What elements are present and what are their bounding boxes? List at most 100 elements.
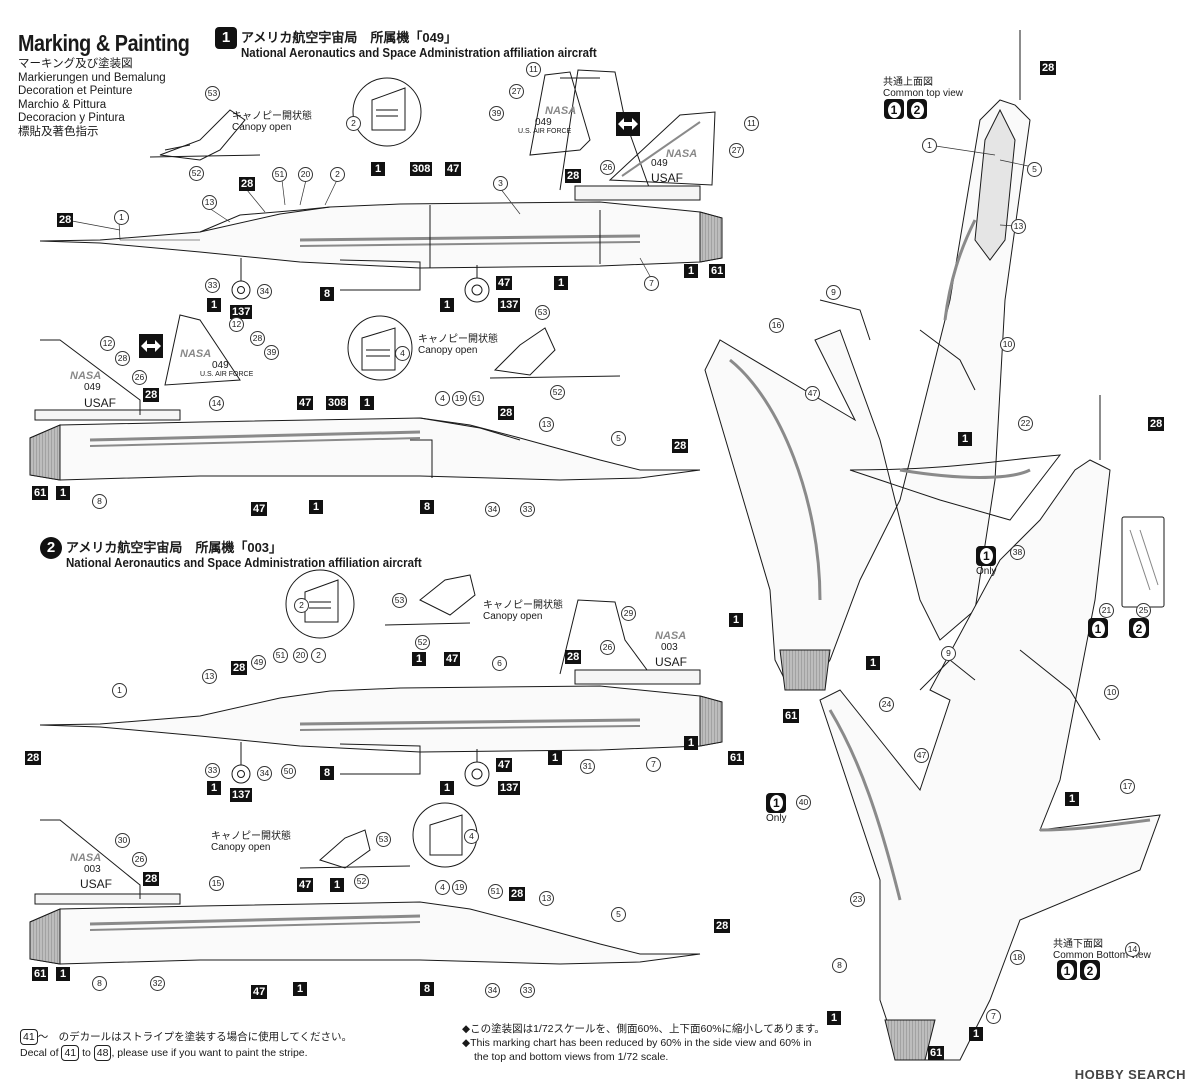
fin-usaf-2: USAF <box>651 171 684 185</box>
callout-box-47: 47 <box>251 985 268 999</box>
fin-usaf-full-4: U.S. AIR FORCE <box>200 371 254 378</box>
callout-circle-25: 25 <box>1136 603 1151 618</box>
language-it: Marchio & Pittura <box>18 98 107 111</box>
callout-circle-4: 4 <box>435 880 450 895</box>
page-title: Marking & Painting <box>18 30 190 56</box>
callout-circle-39: 39 <box>264 345 279 360</box>
callout-circle-4: 4 <box>395 346 410 361</box>
callout-circle-20: 20 <box>293 648 308 663</box>
scheme2-title-en: National Aeronautics and Space Administr… <box>66 556 422 570</box>
double-arrow-icon <box>616 112 640 136</box>
callout-circle-22: 22 <box>1018 416 1033 431</box>
canopy-jp-4: キャノピー開状態 <box>211 831 291 842</box>
callout-circle-7: 7 <box>644 276 659 291</box>
callout-box-28: 28 <box>714 919 731 933</box>
callout-box-47: 47 <box>496 758 513 772</box>
callout-box-1: 1 <box>684 736 698 750</box>
decal-note-en-a: 41 <box>61 1045 80 1061</box>
callout-circle-2: 2 <box>330 167 345 182</box>
callout-circle-51: 51 <box>488 884 503 899</box>
callout-circle-24: 24 <box>879 697 894 712</box>
callout-circle-5: 5 <box>611 431 626 446</box>
callout-box-1: 1 <box>827 1011 841 1025</box>
callout-box-28: 28 <box>25 751 42 765</box>
canopy-label-4: キャノピー開状態 Canopy open <box>211 827 291 853</box>
callout-circle-18: 18 <box>1010 950 1025 965</box>
callout-box-47: 47 <box>444 652 461 666</box>
callout-circle-12: 12 <box>100 336 115 351</box>
only-label-1: Only <box>976 566 997 577</box>
decal-note-en-post: , please use if you want to paint the st… <box>111 1047 308 1059</box>
decal-note-en-pre: Decal of <box>20 1047 59 1059</box>
callout-circle-53: 53 <box>392 593 407 608</box>
callout-circle-47: 47 <box>805 386 820 401</box>
callout-circle-4: 4 <box>464 829 479 844</box>
callout-circle-31: 31 <box>580 759 595 774</box>
callout-circle-51: 51 <box>272 167 287 182</box>
bottom-view <box>819 395 1161 1061</box>
callout-circle-7: 7 <box>986 1009 1001 1024</box>
callout-box-8: 8 <box>320 766 334 780</box>
callout-box-8: 8 <box>320 287 334 301</box>
callout-circle-27: 27 <box>729 143 744 158</box>
callout-box-1: 1 <box>958 432 972 446</box>
canopy-label-2: キャノピー開状態 Canopy open <box>418 330 498 356</box>
canopy-detail-1a <box>149 109 261 161</box>
callout-circle-33: 33 <box>520 502 535 517</box>
callout-circle-13: 13 <box>539 891 554 906</box>
callout-box-1: 1 <box>309 500 323 514</box>
scale-note-jp: ◆この塗装図は1/72スケールを、側面60%、上下面60%に縮小してあります。 <box>462 1023 825 1035</box>
callout-box-47: 47 <box>251 502 268 516</box>
decal-note: 41 ～ のデカールはストライプを塗装する場合に使用してください。 Decal o… <box>20 1029 352 1061</box>
scale-note-en1: ◆This marking chart has been reduced by … <box>462 1037 812 1049</box>
callout-box-28: 28 <box>1148 417 1165 431</box>
callout-box-1: 1 <box>360 396 374 410</box>
callout-circle-20: 20 <box>298 167 313 182</box>
callout-box-28: 28 <box>1040 61 1057 75</box>
callout-box-28: 28 <box>565 169 582 183</box>
callout-circle-33: 33 <box>205 763 220 778</box>
fin-serial-3: 049 <box>84 382 101 393</box>
decal-note-jp-text: ～ のデカールはストライプを塗装する場合に使用してください。 <box>37 1031 353 1043</box>
callout-circle-10: 10 <box>1104 685 1119 700</box>
side-view-1b <box>29 339 701 481</box>
canopy-en-3: Canopy open <box>483 611 543 622</box>
callout-box-8: 8 <box>420 982 434 996</box>
callout-box-308: 308 <box>326 396 349 410</box>
callout-box-1: 1 <box>371 162 385 176</box>
canopy-en-2: Canopy open <box>418 345 478 356</box>
callout-circle-52: 52 <box>415 635 430 650</box>
callout-circle-15: 15 <box>209 876 224 891</box>
callout-box-1: 1 <box>969 1027 983 1041</box>
callout-circle-2: 2 <box>311 648 326 663</box>
callout-circle-50: 50 <box>281 764 296 779</box>
fin-nasa-4: NASA <box>180 348 212 360</box>
scheme1-title-en: National Aeronautics and Space Administr… <box>241 46 597 60</box>
fin-nasa-6: NASA <box>70 852 102 864</box>
canopy-jp-3: キャノピー開状態 <box>483 600 563 611</box>
fin-nasa-2: NASA <box>666 148 698 160</box>
callout-circle-34: 34 <box>257 766 272 781</box>
callout-box-1: 1 <box>56 967 70 981</box>
fin-serial-1: 049 <box>535 117 552 128</box>
callout-circle-21: 21 <box>1099 603 1114 618</box>
callout-box-61: 61 <box>32 486 49 500</box>
callout-circle-17: 17 <box>1120 779 1135 794</box>
decal-note-en: Decal of 41 to 48, please use if you wan… <box>20 1045 352 1061</box>
callout-circle-8: 8 <box>92 494 107 509</box>
callout-circle-30: 30 <box>115 833 130 848</box>
callout-circle-14: 14 <box>209 396 224 411</box>
callout-circle-53: 53 <box>535 305 550 320</box>
callout-circle-7: 7 <box>646 757 661 772</box>
bottom-view-en: Common Bottom view <box>1053 950 1151 961</box>
bottom-view-label: 共通下面図 Common Bottom view <box>1053 935 1151 961</box>
callout-circle-52: 52 <box>550 385 565 400</box>
fin-usaf-3: USAF <box>84 396 117 410</box>
callout-circle-28: 28 <box>115 351 130 366</box>
callout-circle-28: 28 <box>250 331 265 346</box>
only-marker-1: 1 Only <box>976 546 997 577</box>
scheme1-header: 1 アメリカ航空宇宙局 所属機「049」 National Aeronautic… <box>215 27 628 60</box>
callout-box-61: 61 <box>728 751 745 765</box>
callout-box-1: 1 <box>1065 792 1079 806</box>
